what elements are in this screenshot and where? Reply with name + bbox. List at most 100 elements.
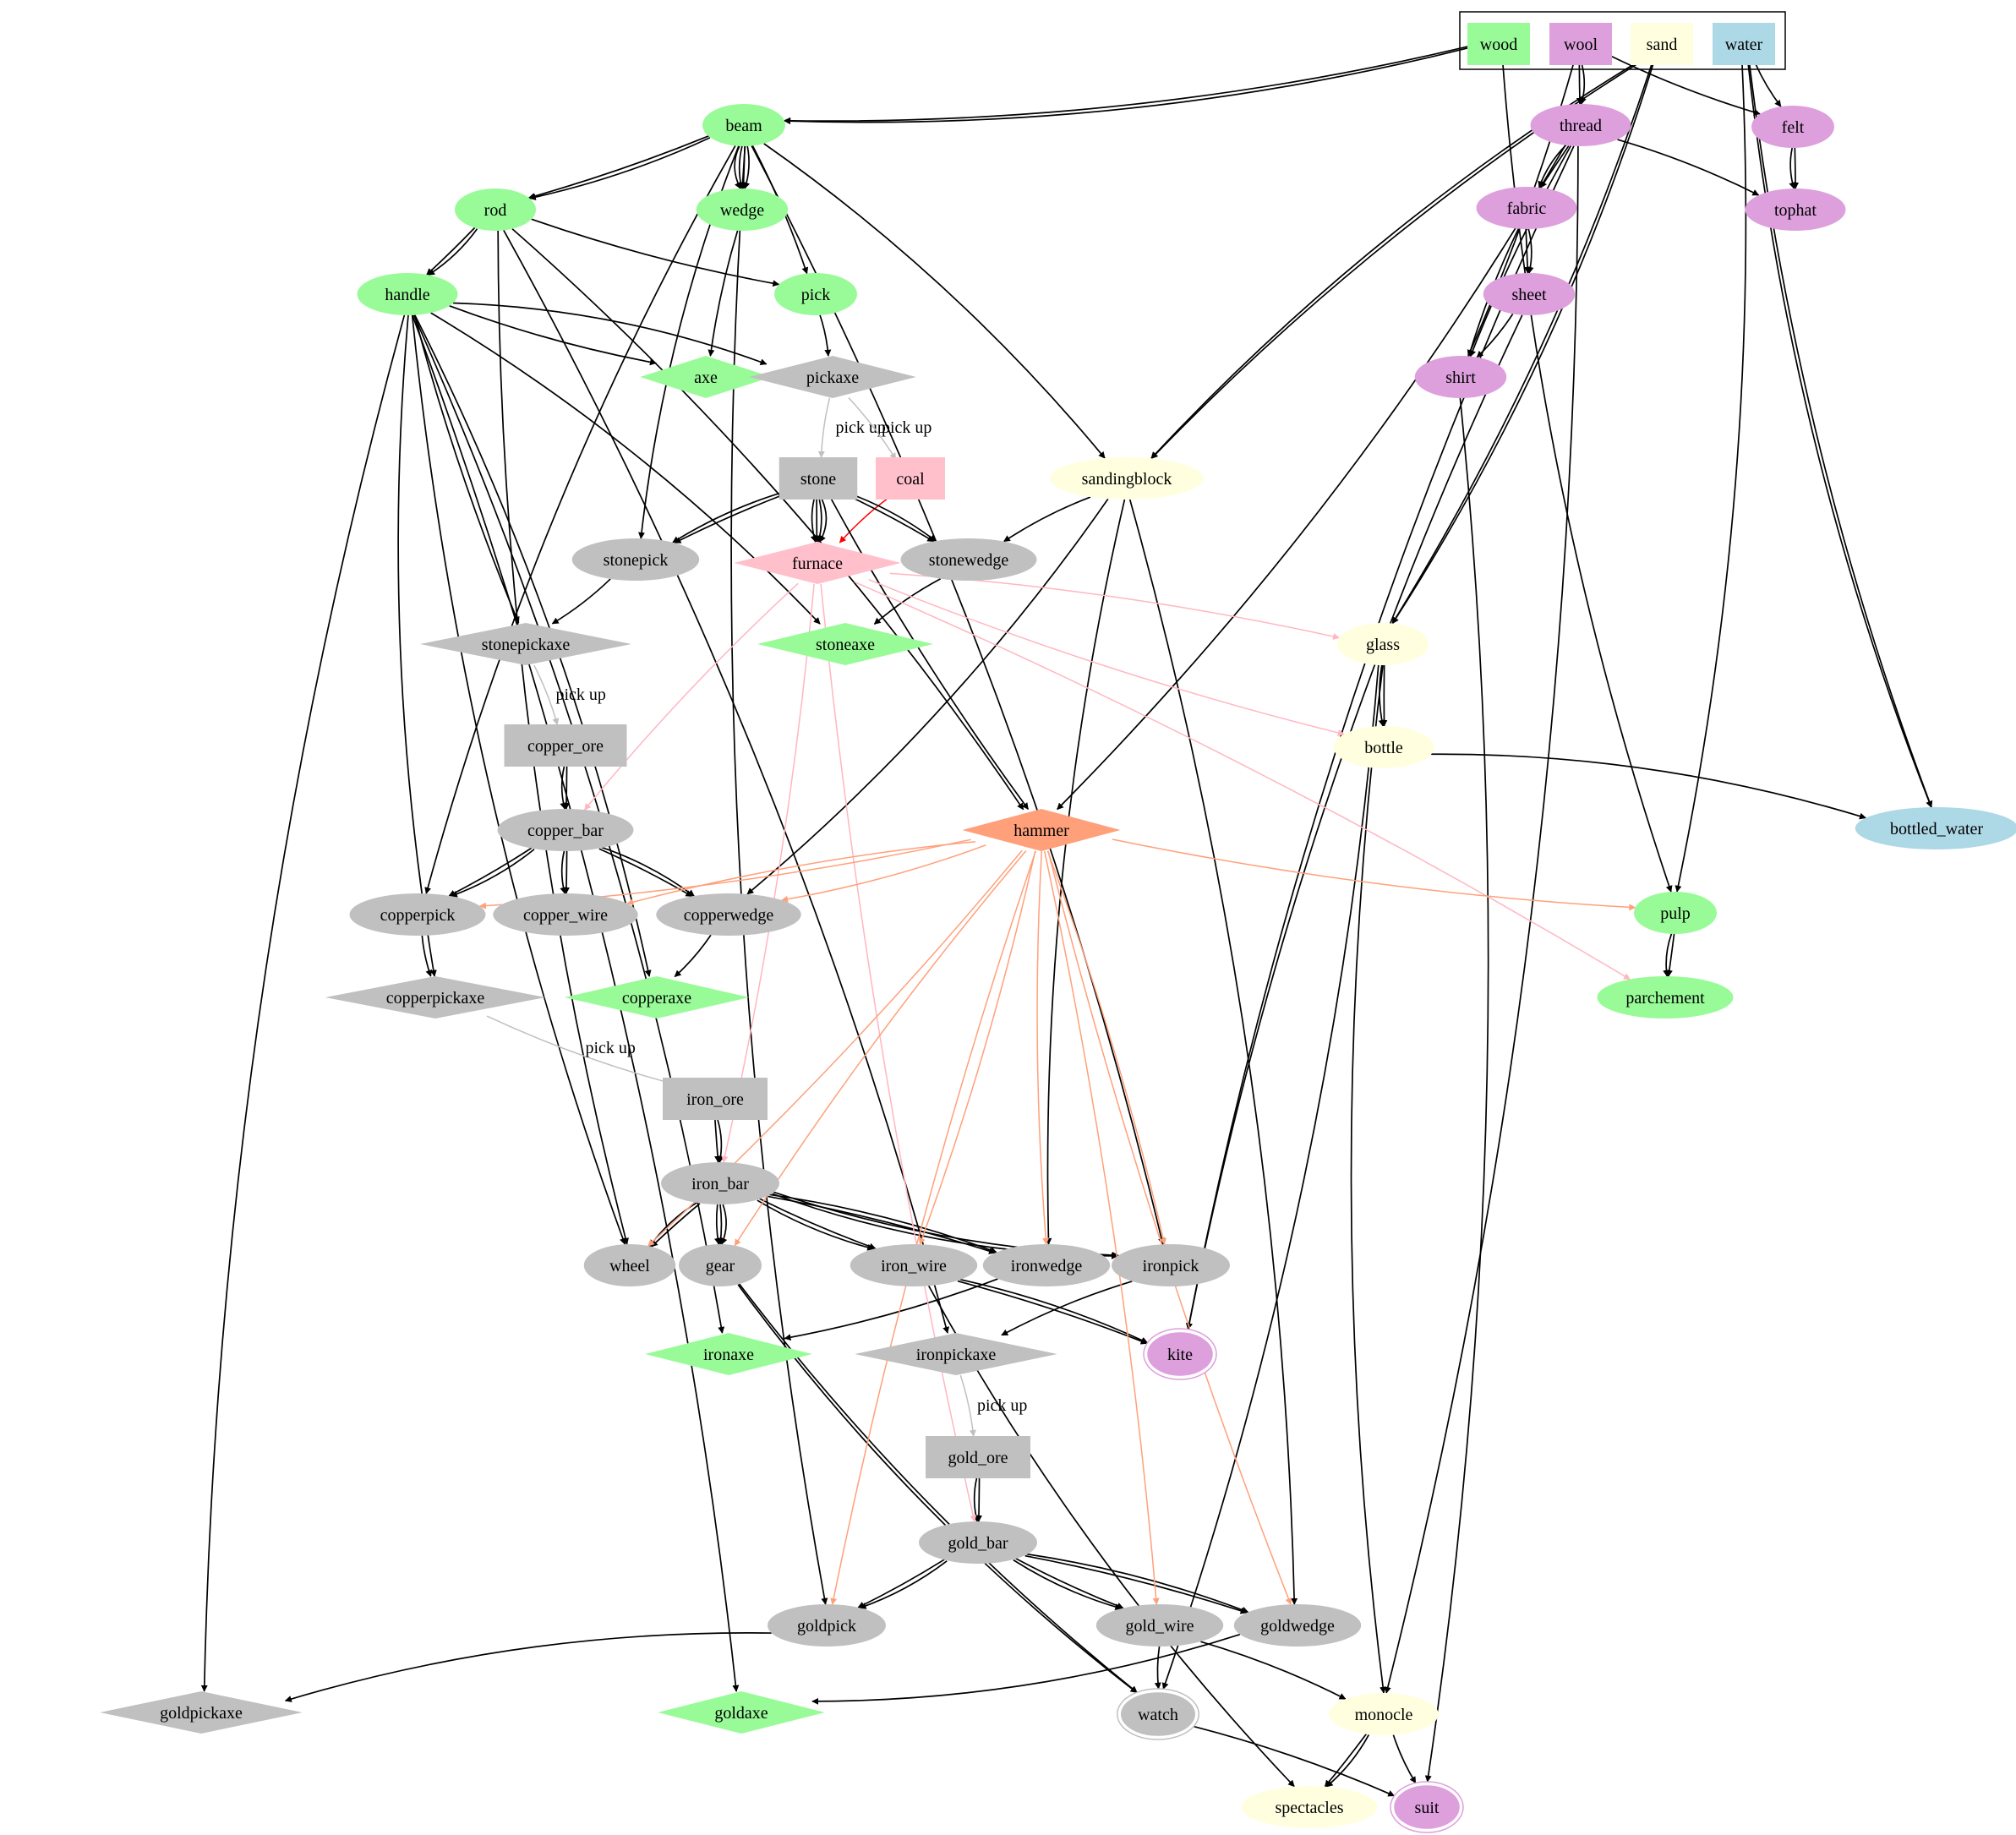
node-shape-copperwedge [656, 893, 801, 936]
node-wheel: wheel [583, 1244, 676, 1286]
node-label-ironwedge: ironwedge [1011, 1257, 1083, 1275]
node-shape-wheel [583, 1244, 676, 1286]
edge-thread-to-monocle [1384, 145, 1579, 1694]
edge-monocle-to-spectacles [1324, 1733, 1368, 1788]
node-label-fabric: fabric [1507, 199, 1547, 218]
node-goldpick: goldpick [768, 1604, 886, 1647]
node-pickaxe: pickaxe [749, 356, 916, 398]
edge-handle-to-stonepickaxe [413, 314, 520, 624]
edge-thread-to-kite [1185, 145, 1575, 1330]
edge-pick-to-pickaxe [819, 314, 832, 357]
node-copper_bar: copper_bar [497, 809, 634, 851]
edge-thread-to-hammer [1057, 145, 1566, 811]
edge-iron_bar-to-wheel [650, 1203, 701, 1248]
node-watch: watch [1117, 1688, 1199, 1740]
node-shape-rod [455, 188, 536, 231]
node-pulp: pulp [1634, 892, 1717, 934]
edge-rod-to-pick [531, 218, 780, 287]
node-shape-pick [774, 273, 857, 315]
node-gold_wire: gold_wire [1095, 1604, 1224, 1647]
node-shape-pulp [1634, 892, 1717, 934]
edge-gold_ore-to-gold_bar [972, 1477, 980, 1522]
node-shape-iron_wire [850, 1244, 978, 1286]
node-suit: suit [1390, 1781, 1464, 1833]
node-stonepick: stonepick [571, 538, 700, 581]
node-shape-ironaxe [645, 1333, 812, 1375]
node-shape-shirt [1414, 356, 1507, 398]
edge-sand-to-glass [1391, 63, 1653, 625]
node-shape-gold_ore [926, 1436, 1030, 1478]
node-label-ironaxe: ironaxe [703, 1346, 754, 1364]
node-shape-felt [1751, 106, 1834, 148]
edge-copper_bar-to-copperwedge [598, 848, 693, 898]
edge-beam-to-rod [527, 135, 709, 199]
node-shape-bottled_water [1855, 807, 2016, 849]
node-copper_wire: copper_wire [493, 893, 638, 936]
node-label-gold_bar: gold_bar [948, 1534, 1008, 1553]
node-label-copperaxe: copperaxe [622, 989, 691, 1008]
legend-swatch-wool [1549, 23, 1612, 65]
node-pick: pick [774, 273, 857, 315]
edge-sandingblock-to-stonewedge [1003, 496, 1091, 543]
edge-ironpick-to-ironpickaxe [1001, 1281, 1133, 1336]
node-label-copperpickaxe: copperpickaxe [386, 989, 485, 1008]
edge-gold_bar-to-gold_wire [1013, 1559, 1123, 1610]
node-label-goldwedge: goldwedge [1260, 1617, 1335, 1636]
edge-sandingblock-to-goldwedge [1128, 499, 1298, 1605]
edge-thread-to-shirt [1469, 145, 1572, 358]
edge-hammer-to-goldpick [830, 850, 1036, 1605]
node-shape-ironpick [1112, 1244, 1230, 1286]
edge-iron_bar-to-wheel [648, 1201, 698, 1248]
node-label-monocle: monocle [1355, 1706, 1413, 1724]
edge-stone-to-furnace [810, 499, 817, 543]
node-fill-suit [1395, 1786, 1459, 1828]
edge-hammer-to-ironpick [1046, 850, 1166, 1245]
edge-fabric-to-sheet [1527, 228, 1534, 274]
node-label-stonepickaxe: stonepickaxe [482, 636, 571, 654]
edge-goldpick-to-goldpickaxe [284, 1632, 772, 1702]
edge-beam-to-copperpick [424, 145, 736, 894]
node-label-rod: rod [484, 201, 507, 220]
edge-rod-to-handle [428, 228, 478, 276]
node-label-beam: beam [725, 117, 762, 135]
edge-ironpickaxe-to-gold_ore [959, 1374, 976, 1437]
node-shape-copper_bar [497, 809, 634, 851]
node-label-wedge: wedge [720, 201, 764, 220]
edge-goldwedge-to-goldaxe [811, 1633, 1241, 1705]
edge-gold_wire-to-watch [1154, 1646, 1161, 1690]
edge-label-stonepickaxe-to-copper_ore: pick up [556, 685, 606, 704]
node-label-bottled_water: bottled_water [1890, 820, 1983, 838]
node-bottled_water: bottled_water [1855, 807, 2016, 849]
edge-iron_wire-to-kite [959, 1278, 1149, 1344]
edge-beam-to-wedge [743, 145, 751, 189]
edge-sandingblock-to-copperwedge [746, 498, 1109, 895]
legend-item-wool: wool [1549, 23, 1612, 65]
node-shape-pickaxe [749, 356, 916, 398]
node-fabric: fabric [1476, 187, 1577, 229]
node-label-iron_ore: iron_ore [686, 1090, 744, 1109]
node-shape-goldpick [768, 1604, 886, 1647]
node-label-stoneaxe: stoneaxe [816, 636, 875, 654]
edge-shirt-to-suit [1424, 397, 1489, 1783]
edge-iron_bar-to-iron_wire [759, 1198, 877, 1250]
edge-iron_bar-to-gear [717, 1204, 724, 1245]
edge-water-to-bottled_water [1747, 64, 1932, 808]
edge-furnace-to-parchement [854, 581, 1631, 980]
edge-copper_bar-to-copper_wire [560, 850, 567, 894]
node-shape-stonepickaxe [420, 623, 631, 665]
edge-stonepickaxe-to-copper_ore [533, 664, 560, 725]
node-shape-stone [779, 457, 858, 500]
node-shape-gold_bar [919, 1521, 1037, 1564]
edge-pickaxe-to-stone [817, 397, 831, 458]
edge-hammer-to-pulp [1112, 838, 1636, 911]
edge-handle-to-stoneaxe [430, 312, 821, 625]
edge-handle-to-wheel [411, 314, 626, 1245]
node-sandingblock: sandingblock [1050, 457, 1204, 500]
node-glass: glass [1336, 623, 1429, 665]
node-label-pick: pick [801, 286, 830, 304]
node-fill-watch [1121, 1693, 1195, 1735]
legend-item-water: water [1713, 23, 1775, 65]
edge-iron_bar-to-gear [720, 1204, 728, 1245]
node-label-kite: kite [1167, 1346, 1193, 1364]
